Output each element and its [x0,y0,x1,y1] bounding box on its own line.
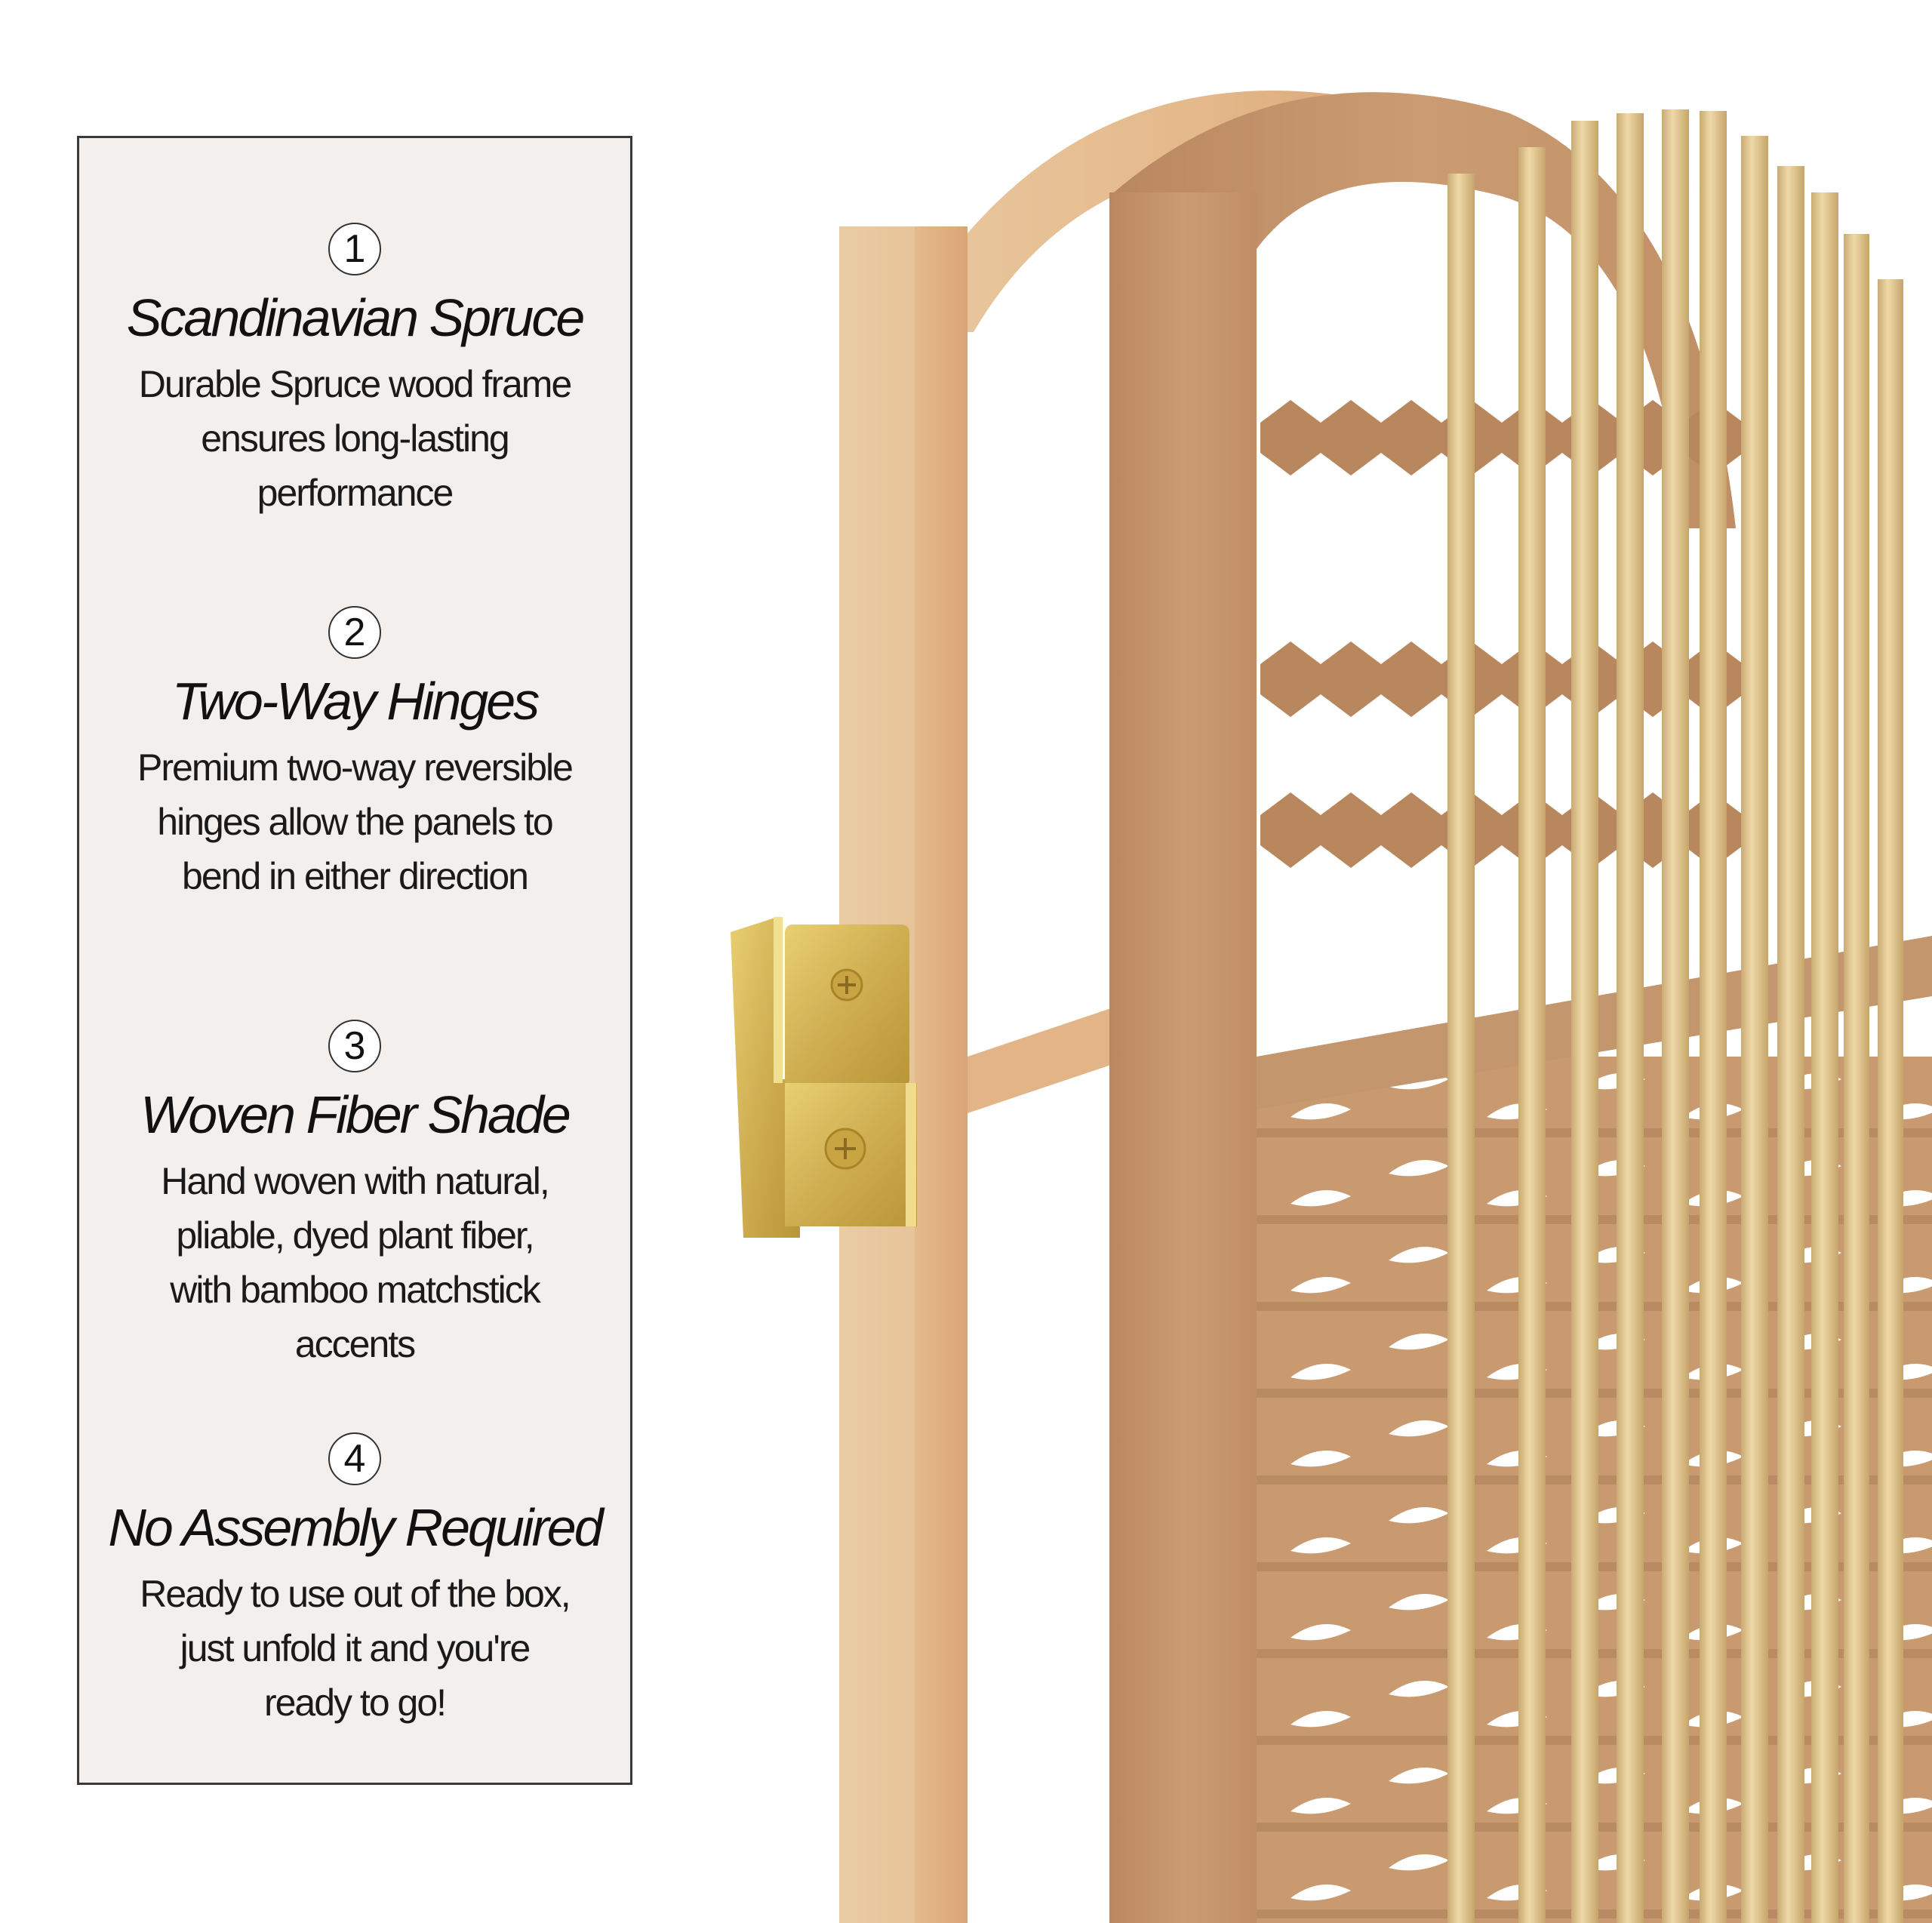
feature-woven-shade: 3 Woven Fiber Shade Hand woven with natu… [79,1020,630,1371]
feature-panel: 1 Scandinavian Spruce Durable Spruce woo… [77,136,632,1785]
feature-description: Hand woven with natural, pliable, dyed p… [161,1159,549,1365]
feature-number-badge: 4 [328,1432,381,1485]
feature-title: No Assembly Required [108,1498,603,1557]
brass-hinge [731,917,917,1238]
bamboo-matchstick-rods [1447,109,1903,1923]
feature-title: Two-Way Hinges [171,672,540,731]
feature-title: Woven Fiber Shade [140,1085,571,1144]
feature-description: Premium two-way reversible hinges allow … [137,746,574,897]
feature-no-assembly: 4 No Assembly Required Ready to use out … [79,1432,630,1730]
lattice-rows [1260,400,1743,868]
feature-spruce: 1 Scandinavian Spruce Durable Spruce woo… [79,223,630,520]
feature-title: Scandinavian Spruce [126,288,586,347]
feature-number-badge: 2 [328,606,381,659]
woven-post [1109,192,1257,1923]
feature-number-badge: 3 [328,1020,381,1072]
feature-description: Ready to use out of the box, just unfold… [140,1572,571,1724]
feature-description: Durable Spruce wood frame ensures long-l… [138,362,573,514]
feature-number-badge: 1 [328,223,381,275]
feature-hinges: 2 Two-Way Hinges Premium two-way reversi… [79,606,630,903]
